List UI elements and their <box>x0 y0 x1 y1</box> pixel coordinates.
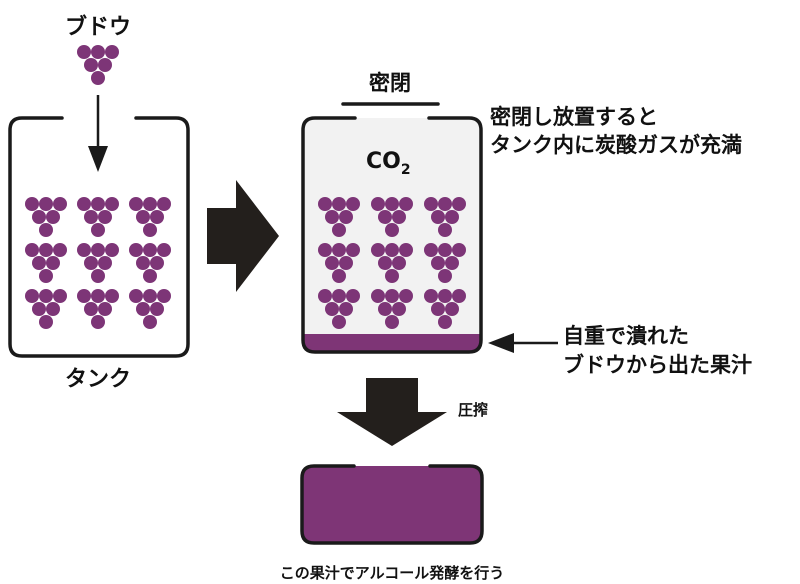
tank-label: タンク <box>65 367 131 392</box>
juice-container-fill <box>302 466 482 543</box>
note-line-1: 密閉し放置すると <box>490 105 658 129</box>
juice-container <box>300 464 484 545</box>
co2-label: CO2 <box>366 149 411 178</box>
press-label: 圧搾 <box>458 401 488 419</box>
juice-line-2: ブドウから出た果汁 <box>563 353 752 377</box>
open-tank <box>8 116 190 358</box>
sealed-label: 密閉 <box>369 71 411 95</box>
juice-line-1: 自重で潰れた <box>563 324 689 348</box>
tank-grapes <box>25 197 171 329</box>
juice-pointer-arrow <box>488 333 558 353</box>
sealed-tank <box>301 116 483 354</box>
right-arrow-icon <box>207 180 279 292</box>
drop-arrow <box>88 95 108 172</box>
falling-grape-icon <box>77 45 119 85</box>
note-line-2: タンク内に炭酸ガスが充満 <box>490 133 742 157</box>
pooled-juice <box>303 334 481 352</box>
grape-label: ブドウ <box>65 14 131 40</box>
down-arrow-icon <box>337 378 447 446</box>
caption: この果汁でアルコール発酵を行う <box>280 564 505 582</box>
